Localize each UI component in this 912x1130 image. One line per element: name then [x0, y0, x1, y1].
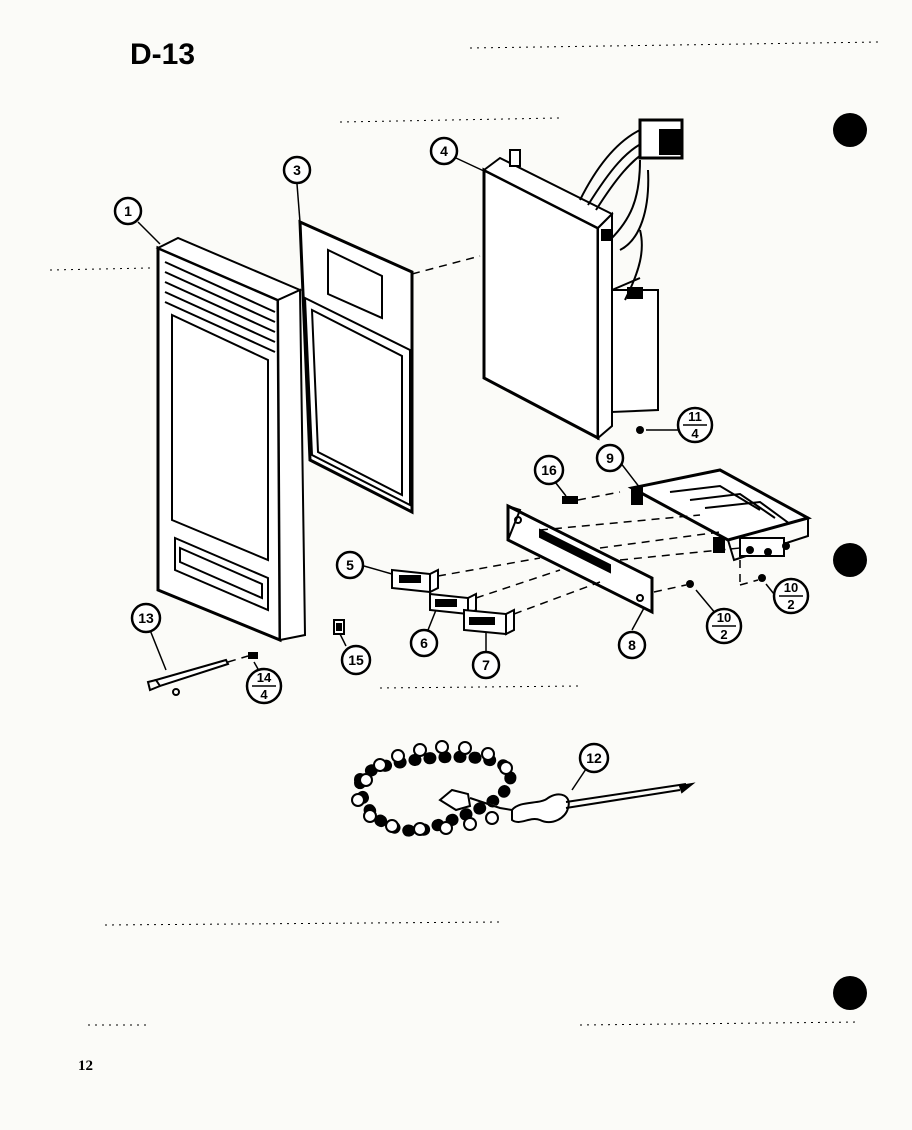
part-hinge-pin — [146, 658, 230, 696]
callout-6: 6 — [409, 628, 439, 658]
callout-8: 8 — [617, 630, 647, 660]
part-screws — [636, 426, 766, 588]
leader-lines — [137, 157, 775, 791]
part-temperature-probe — [351, 740, 696, 837]
part-door-frame — [155, 236, 307, 643]
svg-text:7: 7 — [482, 657, 490, 673]
callout-13: 13 — [130, 602, 162, 634]
part-switch-assembly — [627, 468, 812, 562]
part-control-module — [482, 118, 684, 441]
callout-15: 15 — [340, 644, 372, 676]
page-number: 12 — [78, 1058, 93, 1074]
part-switch-bracket — [506, 503, 654, 615]
svg-text:16: 16 — [541, 462, 557, 478]
svg-text:14: 14 — [257, 670, 272, 685]
svg-text:1: 1 — [124, 203, 132, 219]
svg-text:11: 11 — [688, 409, 702, 424]
callout-7: 7 — [471, 650, 501, 680]
svg-text:2: 2 — [787, 597, 794, 612]
callout-10-over-2-b: 10 2 — [772, 577, 810, 615]
scan-noise — [49, 41, 881, 1026]
part-buttons — [391, 568, 515, 636]
callout-5: 5 — [335, 550, 365, 580]
part-clip — [562, 496, 578, 504]
svg-text:15: 15 — [348, 652, 364, 668]
svg-text:4: 4 — [691, 426, 699, 441]
part-screw-14 — [248, 652, 258, 659]
svg-text:10: 10 — [717, 610, 731, 625]
callout-16: 16 — [533, 454, 565, 486]
svg-text:4: 4 — [260, 687, 268, 702]
callout-1: 1 — [113, 196, 143, 226]
svg-text:8: 8 — [628, 637, 636, 653]
callout-12: 12 — [578, 742, 610, 774]
binder-hole-top — [833, 113, 867, 147]
callout-9: 9 — [595, 443, 625, 473]
svg-text:2: 2 — [720, 627, 727, 642]
svg-text:4: 4 — [440, 143, 448, 159]
callout-14-over-4: 14 4 — [245, 667, 283, 705]
svg-text:3: 3 — [293, 162, 301, 178]
svg-text:10: 10 — [784, 580, 798, 595]
callout-10-over-2-a: 10 2 — [705, 607, 743, 645]
callout-4: 4 — [429, 136, 459, 166]
binder-hole-middle — [833, 543, 867, 577]
svg-text:6: 6 — [420, 635, 428, 651]
binder-hole-bottom — [833, 976, 867, 1010]
svg-text:13: 13 — [138, 610, 154, 626]
callout-11-over-4: 11 4 — [676, 406, 714, 444]
svg-text:9: 9 — [606, 450, 614, 466]
svg-text:12: 12 — [586, 750, 602, 766]
diagram-title: D-13 — [130, 38, 196, 71]
assembly-dashed-lines — [227, 255, 759, 663]
svg-text:5: 5 — [346, 557, 354, 573]
part-control-panel — [298, 219, 414, 515]
callout-3: 3 — [282, 155, 312, 185]
part-latch — [333, 619, 345, 635]
